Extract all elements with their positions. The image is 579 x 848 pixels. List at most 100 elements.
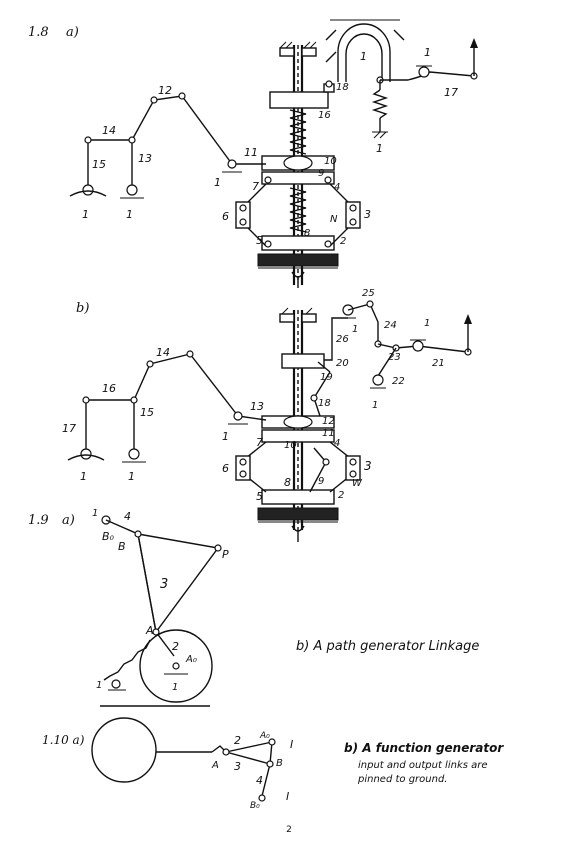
joint-label: B₀ [250,801,260,811]
link-label: 9 [318,476,324,487]
link-label: 5 [256,490,263,503]
joint-label: 4 [124,510,131,523]
fig-1-10-caption-line2: pinned to ground. [357,774,447,785]
fig-1-8a-shaft [257,41,339,288]
link-label: 2 [338,490,344,501]
link-label: 16 [102,382,116,395]
link-label: 4 [334,182,340,193]
link-label: 7 [256,436,263,449]
link-label: 25 [362,288,375,299]
link-label: 21 [432,358,445,369]
fig-1-8-a-label: a) [66,25,79,40]
link-label: 18 [318,398,331,409]
link-label: 12 [158,84,172,97]
fig-1-8b-governor-links [235,361,361,493]
joint-label: 2 [234,734,241,747]
fig-1-8-b-label: b) [76,301,89,316]
link-label: 17 [62,422,76,435]
link-label: 26 [336,334,349,345]
link-label: 7 [252,180,259,193]
link-label: 6 [222,210,229,223]
link-label: 2 [340,236,346,247]
joint-label: 1 [96,680,102,691]
fig-1-10-labels: A₀ 2 I A 3 B 4 B₀ I [211,731,293,811]
link-label: 1 [80,470,87,483]
fig-1-8b-shaft [257,307,339,542]
link-label: 1 [424,46,431,59]
link-label: 11 [244,146,258,159]
fig-1-9-caption: b) A path generator Linkage [296,639,479,654]
joint-label: I [290,738,293,751]
link-label: 15 [140,406,154,419]
link-label: 1 [82,208,89,221]
page-number: 2 [286,825,292,835]
link-label: W [352,478,363,489]
joint-label: 1 [92,508,98,519]
fig-1-8a-input-fourbar [69,92,266,199]
link-label: 20 [336,358,349,369]
link-label: 4 [334,438,340,449]
joint-label: P [222,548,229,561]
joint-label: B₀ [102,530,115,543]
joint-label: 4 [256,774,263,787]
link-label: 1 [126,208,133,221]
joint-label: 3 [160,577,168,592]
fig-1-9-labels: 1 4 B₀ B P 3 A 2 A₀ 1 1 [92,508,229,693]
link-label: 8 [284,476,291,489]
link-label: N [330,214,338,225]
link-label: 8 [304,228,310,239]
link-label: 24 [384,320,397,331]
link-label: 17 [444,86,458,99]
joint-label: A₀ [259,731,270,741]
joint-label: A₀ [185,654,197,665]
link-label: 10 [324,156,337,167]
joint-label: A [145,624,154,637]
link-label: 13 [138,152,152,165]
link-label: 1 [376,142,383,155]
link-label: 19 [320,372,333,383]
link-label: 11 [322,428,335,439]
fig-1-8a-cam-arch [323,19,405,93]
fig-1-9-number: 1.9 [28,513,49,528]
fig-1-8b-input-fourbar [67,350,267,463]
joint-label: 3 [234,760,241,773]
fig-1-8b-link-labels: 25 1 26 24 1 21 23 22 1 20 14 16 15 17 1… [62,288,445,503]
fig-1-8a-governor-links [235,176,361,248]
link-label: 1 [222,430,229,443]
fig-1-9-linkage [100,515,222,707]
link-label: 15 [92,158,106,171]
fig-1-8-number: 1.8 [28,25,49,40]
link-label: 18 [336,82,349,93]
link-label: 1 [352,324,358,335]
link-label: 5 [256,234,263,247]
joint-label: A [211,760,219,771]
joint-label: 1 [172,682,178,693]
link-label: 13 [250,400,264,413]
link-label: 22 [392,376,405,387]
link-label: 1 [424,318,430,329]
fig-1-10-linkage [91,717,276,802]
link-label: 14 [102,124,116,137]
link-label: 12 [322,416,335,427]
fig-1-8a-output-link [371,38,478,139]
fig-1-8b-output-linkage [324,300,472,389]
link-label: 16 [318,110,331,121]
link-label: 3 [364,459,372,473]
link-label: 1 [372,400,378,411]
link-label: 9 [318,168,324,179]
link-label: 10 [284,440,297,451]
link-label: 3 [364,208,371,221]
joint-label: B [276,758,283,769]
fig-1-9-a-label: a) [62,513,75,528]
joint-label: B [118,540,126,553]
link-label: 1 [360,50,367,63]
joint-label: I [286,790,289,803]
link-label: 1 [128,470,135,483]
link-label: 23 [388,352,401,363]
link-label: 1 [214,176,221,189]
fig-1-10-number: 1.10 a) [42,733,85,747]
joint-label: 2 [172,640,179,653]
link-label: 14 [156,346,170,359]
fig-1-8a-link-labels: 18 1 1 17 1 16 12 14 13 15 1 1 11 1 10 9… [82,46,458,247]
